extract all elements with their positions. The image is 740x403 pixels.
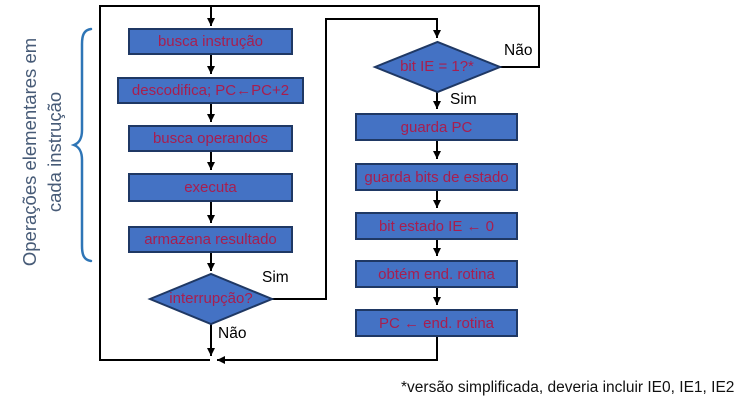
decision-label-interrupcao: interrupção? [169,290,253,307]
process-box-obtem-end-rotina: obtém end. rotina [355,260,518,288]
edge-label-ie-nao: Não [504,42,533,59]
process-box-executa: executa [128,173,293,202]
process-box-guarda-bits-estado: guarda bits de estado [355,163,518,191]
connector-interrupt-yes [272,18,441,300]
process-box-bit-estado-ie: bit estado IE ← 0 [355,212,518,240]
process-box-descodifica: descodifica; PC←PC+2 [117,77,304,104]
side-label-line2: cada instrução [43,91,65,213]
process-box-armazena-resultado: armazena resultado [128,226,293,253]
decision-diamond-bit-ie [372,40,503,94]
connector-routine-return [217,337,438,364]
footnote: *versão simplificada, deveria incluir IE… [401,379,735,396]
edge-label-interrupt-sim: Sim [262,269,289,286]
side-label-line1: Operações elementares em [19,37,40,267]
process-box-busca-operandos: busca operandos [128,125,293,152]
decision-label-bit-ie: bit IE = 1?* [400,58,474,75]
process-box-busca-instrucao: busca instrução [128,28,293,55]
side-label: Operações elementares em cada instrução [18,7,70,297]
edge-label-ie-sim: Sim [450,91,477,108]
process-box-guarda-pc: guarda PC [355,113,518,141]
brace-icon [70,27,93,263]
decision-diamond-interrupcao [147,272,275,326]
connector-main-loop [99,5,540,361]
edge-label-interrupt-nao: Não [218,325,247,342]
process-box-pc-end-rotina: PC ← end. rotina [355,309,518,337]
